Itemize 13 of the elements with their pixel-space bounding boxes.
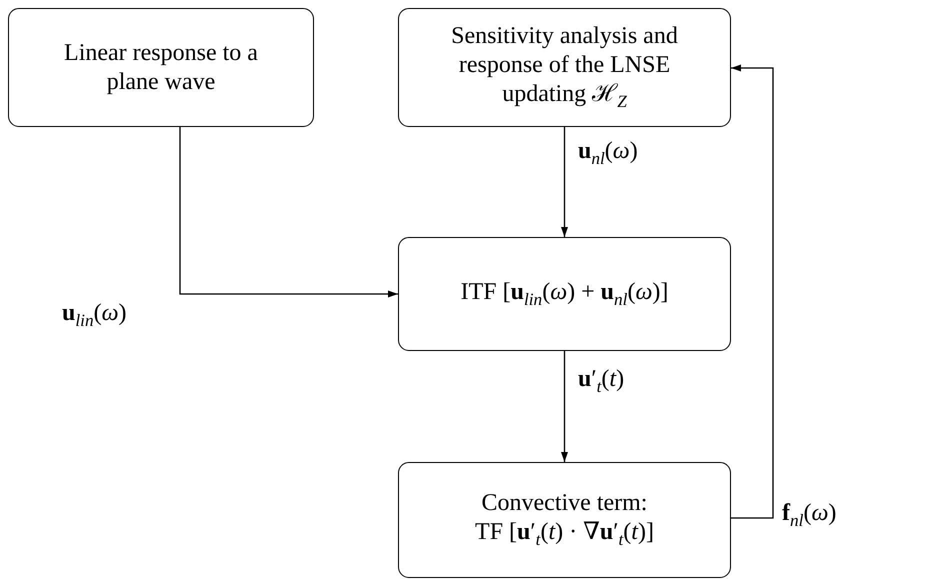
box-text: Convective term:	[482, 489, 648, 518]
process-box	[398, 8, 731, 127]
process-box	[8, 8, 314, 127]
arrow	[731, 64, 774, 519]
arrow	[179, 127, 398, 298]
box-text: TF [u′$_{t}$(t) · ∇u′$_{t}$(t)]	[475, 518, 654, 551]
process-box	[398, 462, 731, 578]
arrow	[561, 351, 568, 462]
box-text: Linear response to a plane wave	[63, 38, 259, 96]
process-box	[398, 237, 731, 351]
box-text: Sensitivity analysis and response of the LNSE updating ℋ$_{Z}$	[450, 22, 679, 113]
arrow	[561, 127, 568, 237]
box-text: ITF [u$_{lin}$(ω) + u$_{nl}$(ω)]	[460, 278, 668, 310]
